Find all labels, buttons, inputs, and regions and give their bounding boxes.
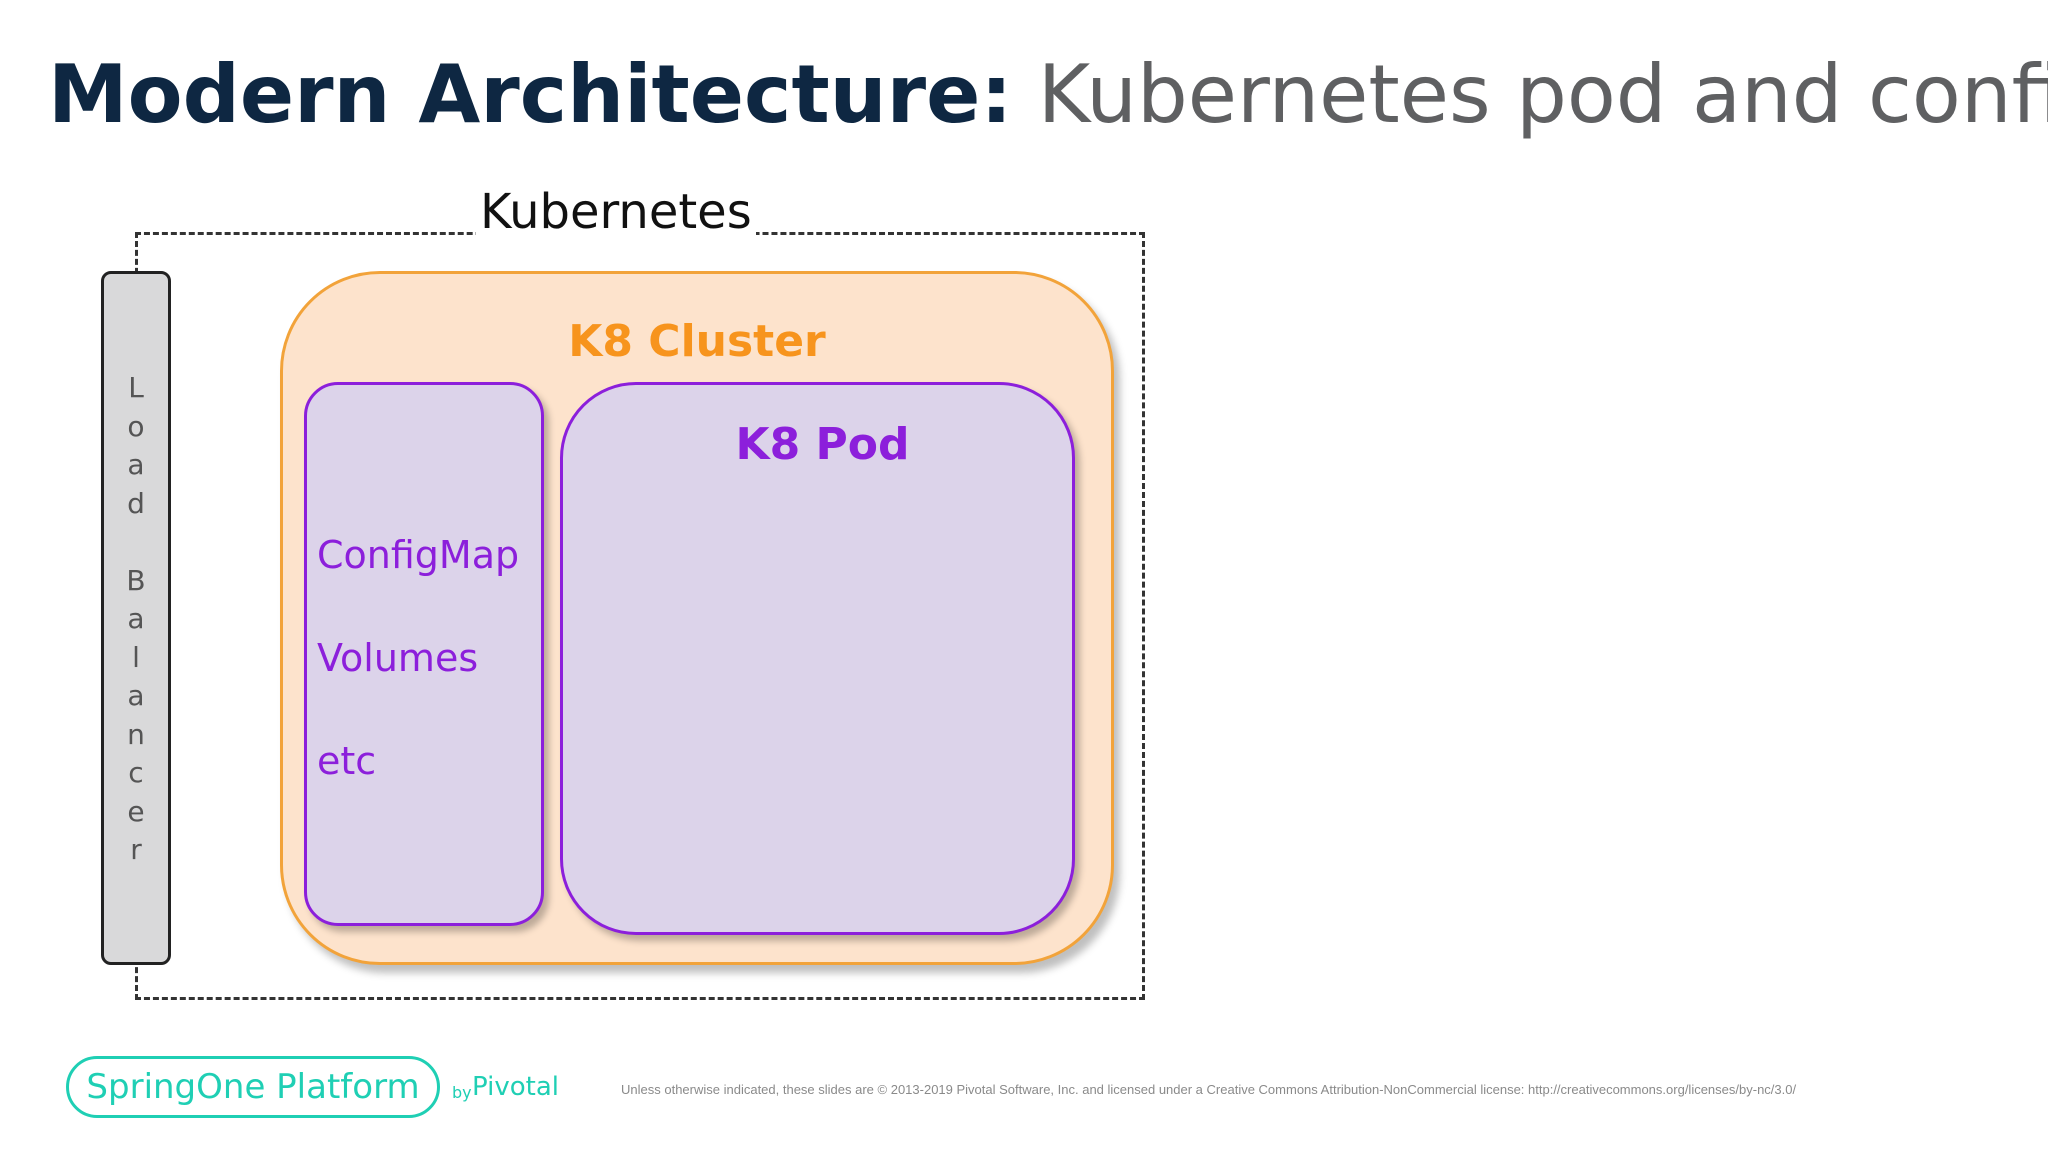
slide-title: Modern Architecture: Kubernetes pod and …: [48, 42, 2048, 147]
config-panel: ConfigMap Volumes etc: [304, 382, 544, 926]
load-balancer-letter: B: [126, 563, 146, 597]
load-balancer-label: L o a d B a l a n c e r: [104, 369, 168, 870]
brand-by: by: [452, 1083, 472, 1102]
title-bold: Modern Architecture:: [48, 48, 1013, 141]
load-balancer-letter: L: [128, 371, 144, 404]
load-balancer-letter: [104, 523, 168, 562]
load-balancer-letter: a: [127, 602, 145, 635]
config-item-volumes: Volumes: [317, 636, 479, 680]
kubernetes-label: Kubernetes: [476, 184, 756, 240]
config-item-etc: etc: [317, 739, 377, 783]
config-item-configmap: ConfigMap: [317, 533, 520, 577]
title-light: Kubernetes pod and config: [1037, 48, 2048, 141]
brand-text: SpringOne Platform: [86, 1067, 420, 1107]
load-balancer-letter: c: [128, 756, 144, 789]
k8-pod: K8 Pod: [560, 382, 1075, 935]
springone-platform-logo: SpringOne Platform: [66, 1056, 440, 1118]
k8-pod-label: K8 Pod: [735, 419, 910, 470]
load-balancer-letter: n: [127, 717, 145, 751]
load-balancer-letter: a: [127, 448, 145, 481]
load-balancer: L o a d B a l a n c e r: [101, 271, 171, 965]
load-balancer-letter: o: [127, 409, 145, 443]
load-balancer-letter: l: [132, 640, 140, 674]
load-balancer-letter: e: [127, 794, 145, 828]
load-balancer-letter: r: [130, 833, 142, 866]
pivotal-logo: Pivotal: [472, 1072, 559, 1102]
load-balancer-letter: a: [127, 679, 145, 712]
k8-cluster-label: K8 Cluster: [568, 316, 826, 367]
load-balancer-letter: d: [127, 486, 145, 520]
legal-notice: Unless otherwise indicated, these slides…: [621, 1082, 1797, 1097]
